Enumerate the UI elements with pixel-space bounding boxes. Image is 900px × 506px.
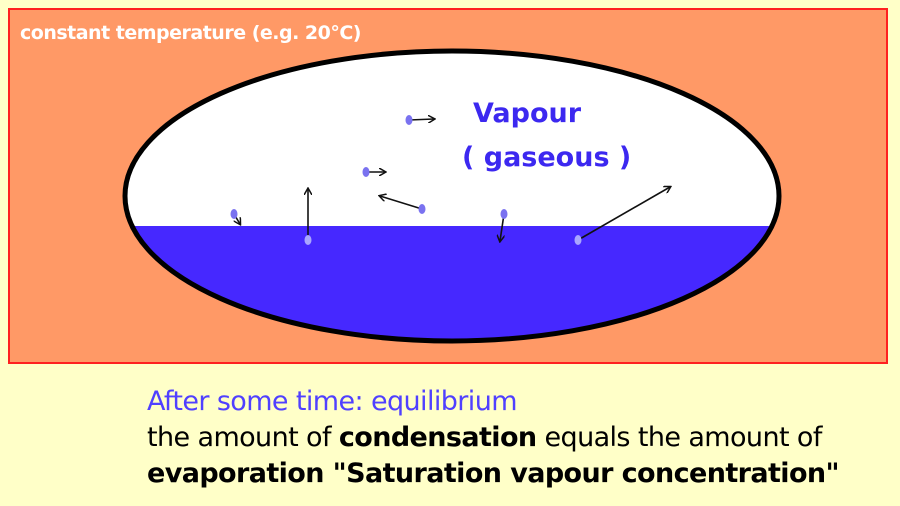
closed-vessel xyxy=(122,48,782,344)
water-molecule-icon xyxy=(405,115,413,125)
water-molecule-icon xyxy=(574,235,582,245)
caption-line-3: evaporation "Saturation vapour concentra… xyxy=(147,456,840,492)
caption-text: equals the amount of xyxy=(536,422,823,453)
liquid-water xyxy=(125,226,779,341)
motion-arrow-icon xyxy=(380,196,423,210)
vapour-label: Vapour xyxy=(473,98,582,129)
water-molecule-icon xyxy=(304,235,312,245)
water-molecule-icon xyxy=(362,167,370,177)
molecules-group xyxy=(230,115,671,245)
caption: After some time: equilibrium the amount … xyxy=(147,384,840,492)
water-molecule-icon xyxy=(230,209,238,219)
motion-arrow-icon xyxy=(577,187,670,241)
caption-text: the amount of xyxy=(147,422,339,453)
caption-line-2: the amount of condensation equals the am… xyxy=(147,420,839,456)
saturation-definition: evaporation "Saturation vapour concentra… xyxy=(147,458,840,489)
temperature-label: constant temperature (e.g. 20°C) xyxy=(20,22,362,44)
gaseous-label: ( gaseous ) xyxy=(462,142,632,173)
water-molecule-icon xyxy=(418,204,426,214)
motion-arrow-icon xyxy=(408,119,434,120)
condensation-term: condensation xyxy=(338,422,537,453)
equilibrium-heading: After some time: equilibrium xyxy=(147,386,518,417)
water-molecule-icon xyxy=(500,209,508,219)
